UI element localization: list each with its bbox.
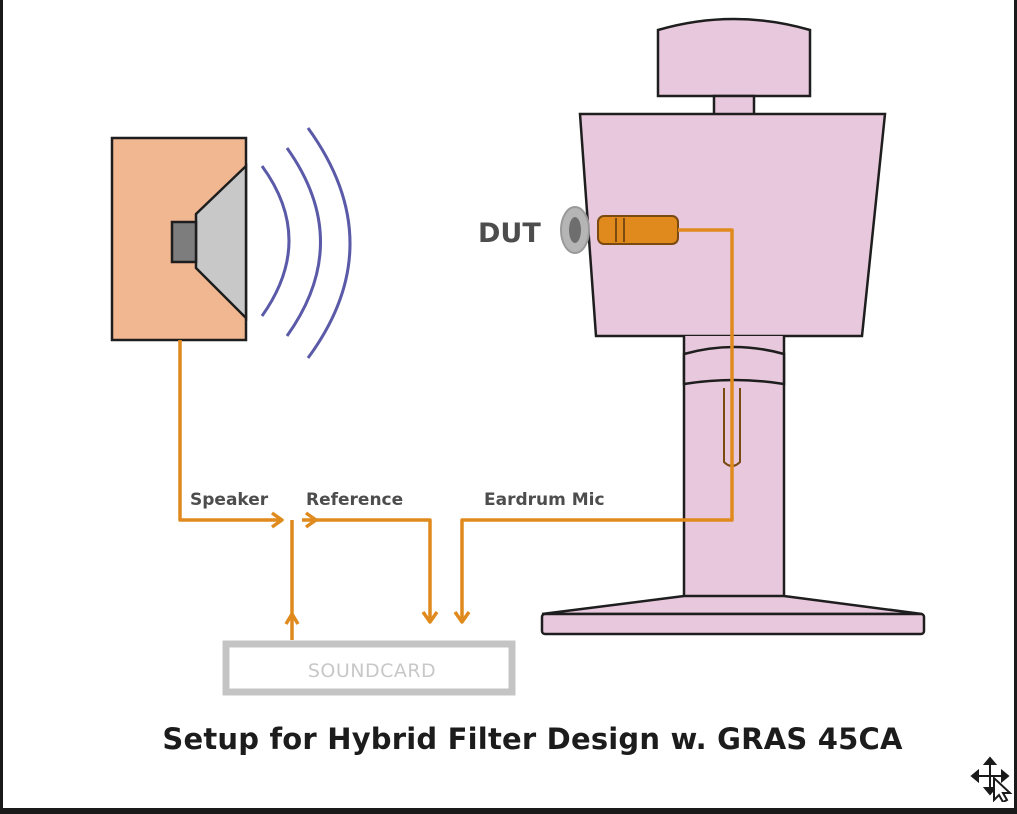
move-cursor-icon (970, 756, 1013, 802)
left-border (0, 0, 3, 814)
soundcard-box (222, 640, 516, 696)
reference-cable (302, 518, 432, 622)
mannequin (540, 17, 926, 636)
sound-waves-icon (260, 127, 352, 359)
eardrum-mic-cable (460, 228, 734, 622)
speaker-label: Speaker (190, 490, 269, 510)
speaker (110, 136, 248, 342)
speaker-cable-arrow (270, 511, 284, 529)
reference-label: Reference (306, 490, 403, 510)
diagram-caption: Setup for Hybrid Filter Design w. GRAS 4… (162, 722, 903, 756)
mannequin-collar (682, 345, 786, 386)
cables (178, 228, 734, 640)
speaker-magnet-icon (170, 220, 198, 264)
bottom-border (0, 808, 1017, 814)
dut-label: DUT (478, 218, 541, 249)
mannequin-head-cap (656, 17, 812, 98)
soundcard-label: SOUNDCARD (308, 660, 436, 682)
eardrum-mic-label: Eardrum Mic (484, 490, 605, 510)
speaker-cable (178, 340, 282, 522)
dut-microphone (597, 215, 679, 245)
mannequin-base (540, 612, 926, 636)
mannequin-head (578, 112, 887, 338)
mannequin-base-top (541, 594, 923, 616)
right-border (1014, 0, 1017, 814)
